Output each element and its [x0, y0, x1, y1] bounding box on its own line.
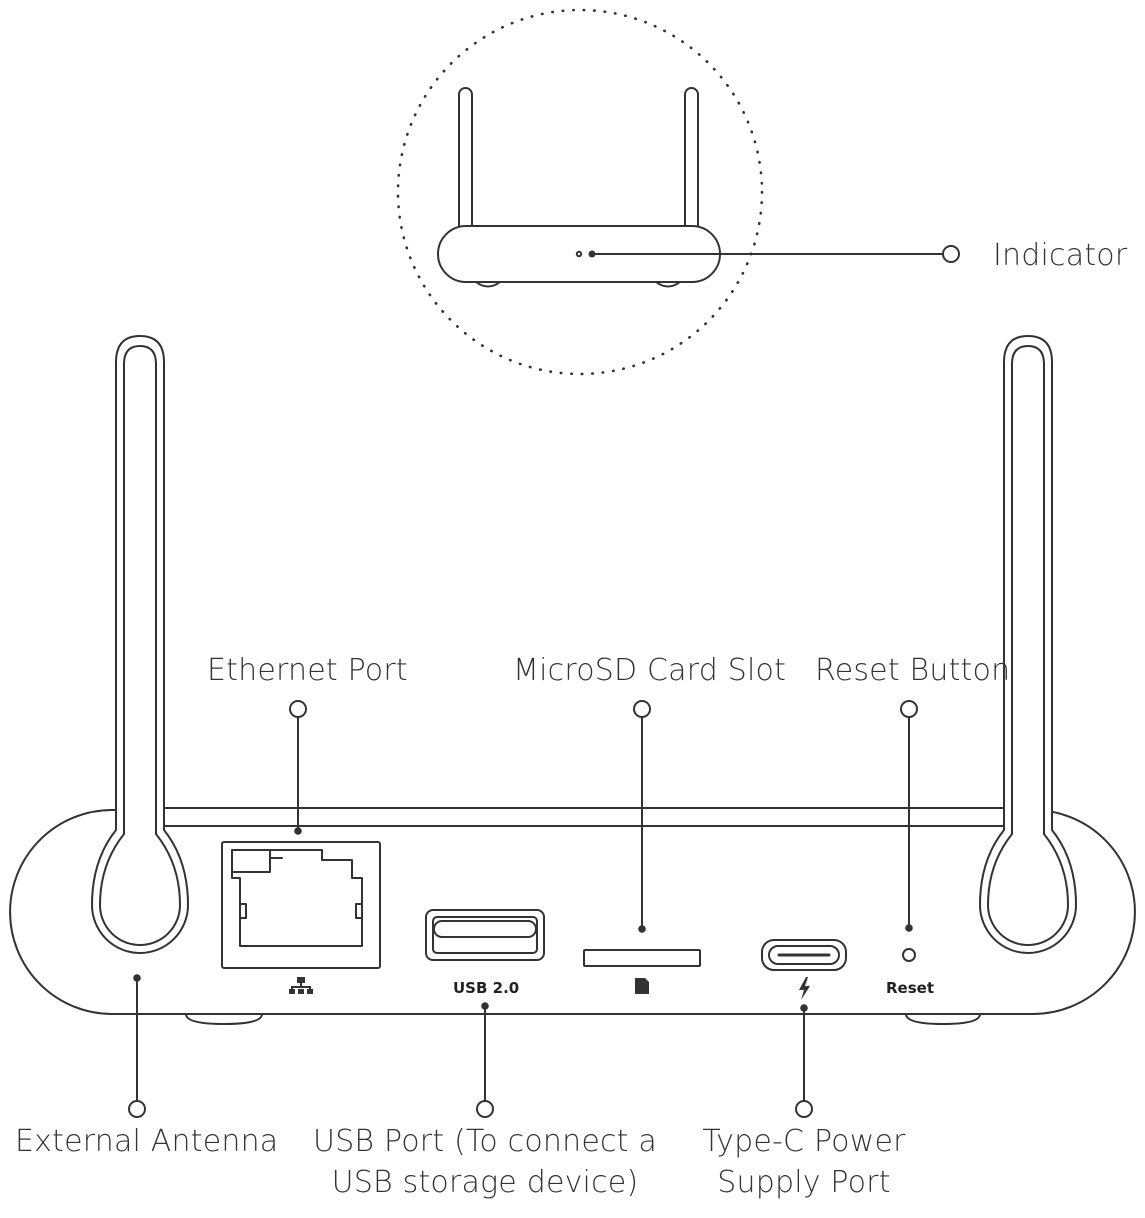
usb-marking: USB 2.0: [453, 979, 520, 997]
indicator-label: Indicator: [993, 238, 1128, 273]
router-feet: [185, 1013, 981, 1025]
reset-button-label: Reset Button: [815, 653, 1011, 688]
typec-label-line2: Supply Port: [717, 1165, 891, 1200]
usb-port-label-line2: USB storage device): [331, 1165, 639, 1200]
external-antenna-right: [979, 335, 1077, 954]
typec-callout: [795, 1004, 813, 1118]
inset-foot-right: [655, 281, 681, 288]
lightning-icon: [799, 977, 810, 1000]
usb-callout: [476, 1002, 494, 1118]
external-antenna-label: External Antenna: [15, 1124, 279, 1159]
microsd-slot: [583, 949, 701, 967]
inset-dotted-circle: [396, 8, 764, 376]
sd-card-icon: [635, 978, 649, 994]
ethernet-port: [221, 841, 381, 969]
router-body: [9, 807, 1136, 1015]
microsd-slot-label: MicroSD Card Slot: [513, 653, 787, 688]
inset-router: [437, 87, 721, 288]
microsd-callout: [633, 700, 651, 933]
ethernet-icon: [289, 977, 313, 994]
ethernet-port-label: Ethernet Port: [207, 653, 408, 688]
usb-port-label-line1: USB Port (To connect a: [313, 1124, 657, 1159]
reset-marking: Reset: [886, 979, 934, 997]
external-antenna-left: [91, 335, 189, 954]
typec-port: [761, 939, 847, 971]
reset-pinhole: [902, 948, 916, 962]
antenna-callout: [128, 974, 146, 1118]
ethernet-callout: [289, 700, 307, 835]
inset-antenna-right: [684, 87, 699, 234]
indicator-callout: [588, 245, 960, 263]
usb-port: [425, 909, 545, 961]
inset-antenna-left: [458, 87, 473, 234]
inset-foot-left: [475, 281, 501, 288]
reset-callout: [900, 700, 918, 932]
typec-label-line1: Type-C Power: [702, 1124, 906, 1159]
inset-indicator-light: [575, 250, 583, 258]
